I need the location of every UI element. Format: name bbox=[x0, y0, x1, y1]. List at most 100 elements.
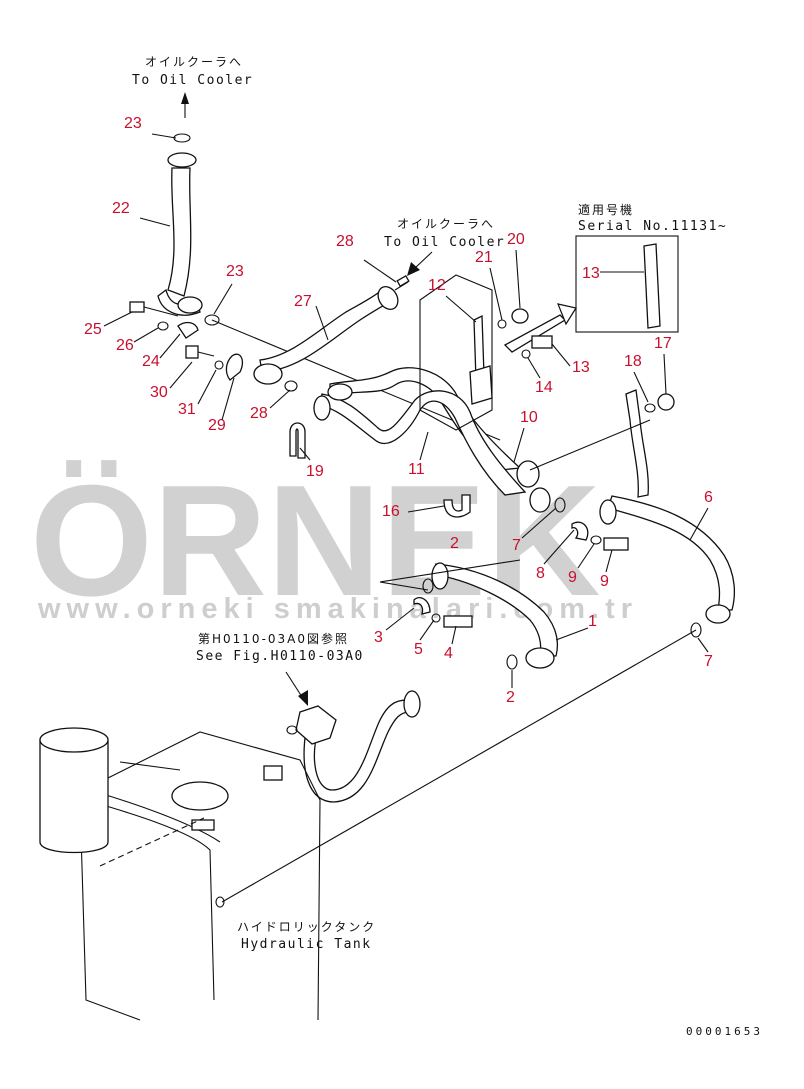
callout-30[interactable]: 30 bbox=[150, 384, 168, 401]
o-ring-23-top bbox=[173, 133, 191, 143]
leader-24 bbox=[159, 333, 181, 359]
callout-2[interactable]: 2 bbox=[450, 535, 459, 552]
callout-18[interactable]: 18 bbox=[624, 353, 642, 370]
tank-port bbox=[215, 896, 225, 908]
callout-28[interactable]: 28 bbox=[250, 405, 268, 422]
callout-17[interactable]: 17 bbox=[654, 335, 672, 352]
tank-inlet-tube bbox=[285, 671, 421, 803]
callout-25[interactable]: 25 bbox=[84, 321, 102, 338]
note-tank-jp: ハイドロリックタンク bbox=[237, 920, 376, 934]
bolt-9 bbox=[603, 537, 629, 551]
note-fig-en: See Fig.H0110-03A0 bbox=[196, 649, 364, 664]
callout-22[interactable]: 22 bbox=[112, 200, 130, 217]
flange-11-right bbox=[516, 460, 540, 488]
callout-5[interactable]: 5 bbox=[414, 641, 423, 658]
leader-7-bottom bbox=[697, 637, 709, 653]
callout-9[interactable]: 9 bbox=[600, 573, 609, 590]
hose-1-assembly bbox=[379, 559, 559, 670]
leader-23-mid bbox=[213, 283, 233, 315]
callout-8[interactable]: 8 bbox=[536, 565, 545, 582]
hose-6-fitting-right bbox=[705, 604, 731, 624]
callout-19[interactable]: 19 bbox=[306, 463, 324, 480]
callout-14[interactable]: 13 bbox=[572, 359, 590, 376]
u-bolt-16 bbox=[443, 494, 471, 518]
flange-27-top bbox=[377, 286, 399, 310]
clamp-8 bbox=[571, 521, 589, 541]
o-ring-tank bbox=[286, 725, 298, 735]
leader-16 bbox=[407, 505, 445, 513]
callout-7[interactable]: 7 bbox=[704, 653, 713, 670]
o-ring-7-left bbox=[554, 497, 566, 513]
callout-3[interactable]: 3 bbox=[374, 629, 383, 646]
leader-5 bbox=[419, 619, 435, 641]
note-tank-en: Hydraulic Tank bbox=[241, 937, 372, 952]
hose-22 bbox=[167, 167, 192, 297]
leader-29 bbox=[221, 377, 235, 421]
note-top-en: To Oil Cooler bbox=[132, 73, 253, 88]
leader-19 bbox=[299, 447, 311, 461]
arrow-mid-line bbox=[414, 251, 433, 269]
leader-23-top bbox=[151, 133, 177, 139]
flange-12-left bbox=[313, 395, 331, 421]
leader-28-top bbox=[363, 259, 397, 283]
note-top-jp: オイルクーラへ bbox=[145, 55, 243, 69]
leader-6 bbox=[689, 507, 709, 541]
tubes-11-12 bbox=[289, 367, 551, 518]
bracket-leader bbox=[529, 419, 651, 471]
callout-11[interactable]: 10 bbox=[520, 409, 538, 426]
bolt-30-shank bbox=[197, 351, 215, 357]
leader-4 bbox=[451, 625, 457, 645]
callout-29[interactable]: 29 bbox=[208, 417, 226, 434]
callout-13[interactable]: 13 bbox=[582, 265, 600, 282]
nut-17 bbox=[657, 393, 675, 411]
leader-10 bbox=[577, 543, 595, 569]
callout-16[interactable]: 16 bbox=[382, 503, 400, 520]
callout-4[interactable]: 4 bbox=[444, 645, 453, 662]
hose-1-fitting-right bbox=[525, 647, 555, 669]
tank-front-edge bbox=[79, 799, 141, 1021]
washer-18 bbox=[644, 403, 656, 413]
note-mid-en: To Oil Cooler bbox=[384, 235, 505, 250]
callout-10[interactable]: 9 bbox=[568, 569, 577, 586]
callout-leaders bbox=[103, 217, 709, 688]
hose-27-assembly bbox=[253, 251, 433, 392]
callout-1[interactable]: 1 bbox=[588, 613, 597, 630]
callout-21[interactable]: 21 bbox=[475, 249, 493, 266]
callout-7[interactable]: 7 bbox=[512, 537, 521, 554]
washer-5 bbox=[431, 613, 441, 623]
callout-13[interactable]: 12 bbox=[428, 277, 446, 294]
washer-21 bbox=[497, 319, 507, 329]
callout-27[interactable]: 27 bbox=[294, 293, 312, 310]
callout-28[interactable]: 28 bbox=[336, 233, 354, 250]
callout-20[interactable]: 20 bbox=[507, 231, 525, 248]
leader-7-left bbox=[521, 507, 557, 539]
clamp-29 bbox=[225, 353, 244, 381]
leader-9 bbox=[605, 549, 613, 573]
tank-pipe bbox=[119, 761, 181, 771]
plug-28 bbox=[396, 275, 410, 287]
note-serial-jp: 適用号機 bbox=[578, 202, 634, 217]
callout-31[interactable]: 31 bbox=[178, 401, 196, 418]
o-ring-28 bbox=[284, 380, 298, 392]
note-serial-en: Serial No.11131~ bbox=[578, 219, 727, 234]
callout-24[interactable]: 24 bbox=[142, 353, 160, 370]
note-mid-jp: オイルクーラへ bbox=[397, 217, 495, 231]
callout-23[interactable]: 23 bbox=[124, 115, 142, 132]
bracket-long bbox=[625, 389, 649, 498]
callout-26[interactable]: 26 bbox=[116, 337, 134, 354]
callout-23[interactable]: 23 bbox=[226, 263, 244, 280]
drawing-code: 00001653 bbox=[686, 1025, 763, 1038]
tank-cover bbox=[171, 781, 229, 811]
bolt-25-shank bbox=[143, 306, 179, 317]
callout-2[interactable]: 2 bbox=[506, 689, 515, 706]
leader-18 bbox=[633, 371, 649, 403]
o-ring-2-left bbox=[422, 578, 434, 594]
leader-1 bbox=[555, 627, 589, 641]
callout-12[interactable]: 11 bbox=[408, 461, 425, 478]
arrow-up-icon bbox=[181, 92, 189, 104]
callout-15[interactable]: 14 bbox=[535, 379, 553, 396]
hose-6-assembly bbox=[221, 495, 736, 903]
leader-7-right bbox=[221, 629, 697, 903]
callout-6[interactable]: 6 bbox=[704, 489, 713, 506]
flange-27-bottom bbox=[253, 363, 283, 385]
